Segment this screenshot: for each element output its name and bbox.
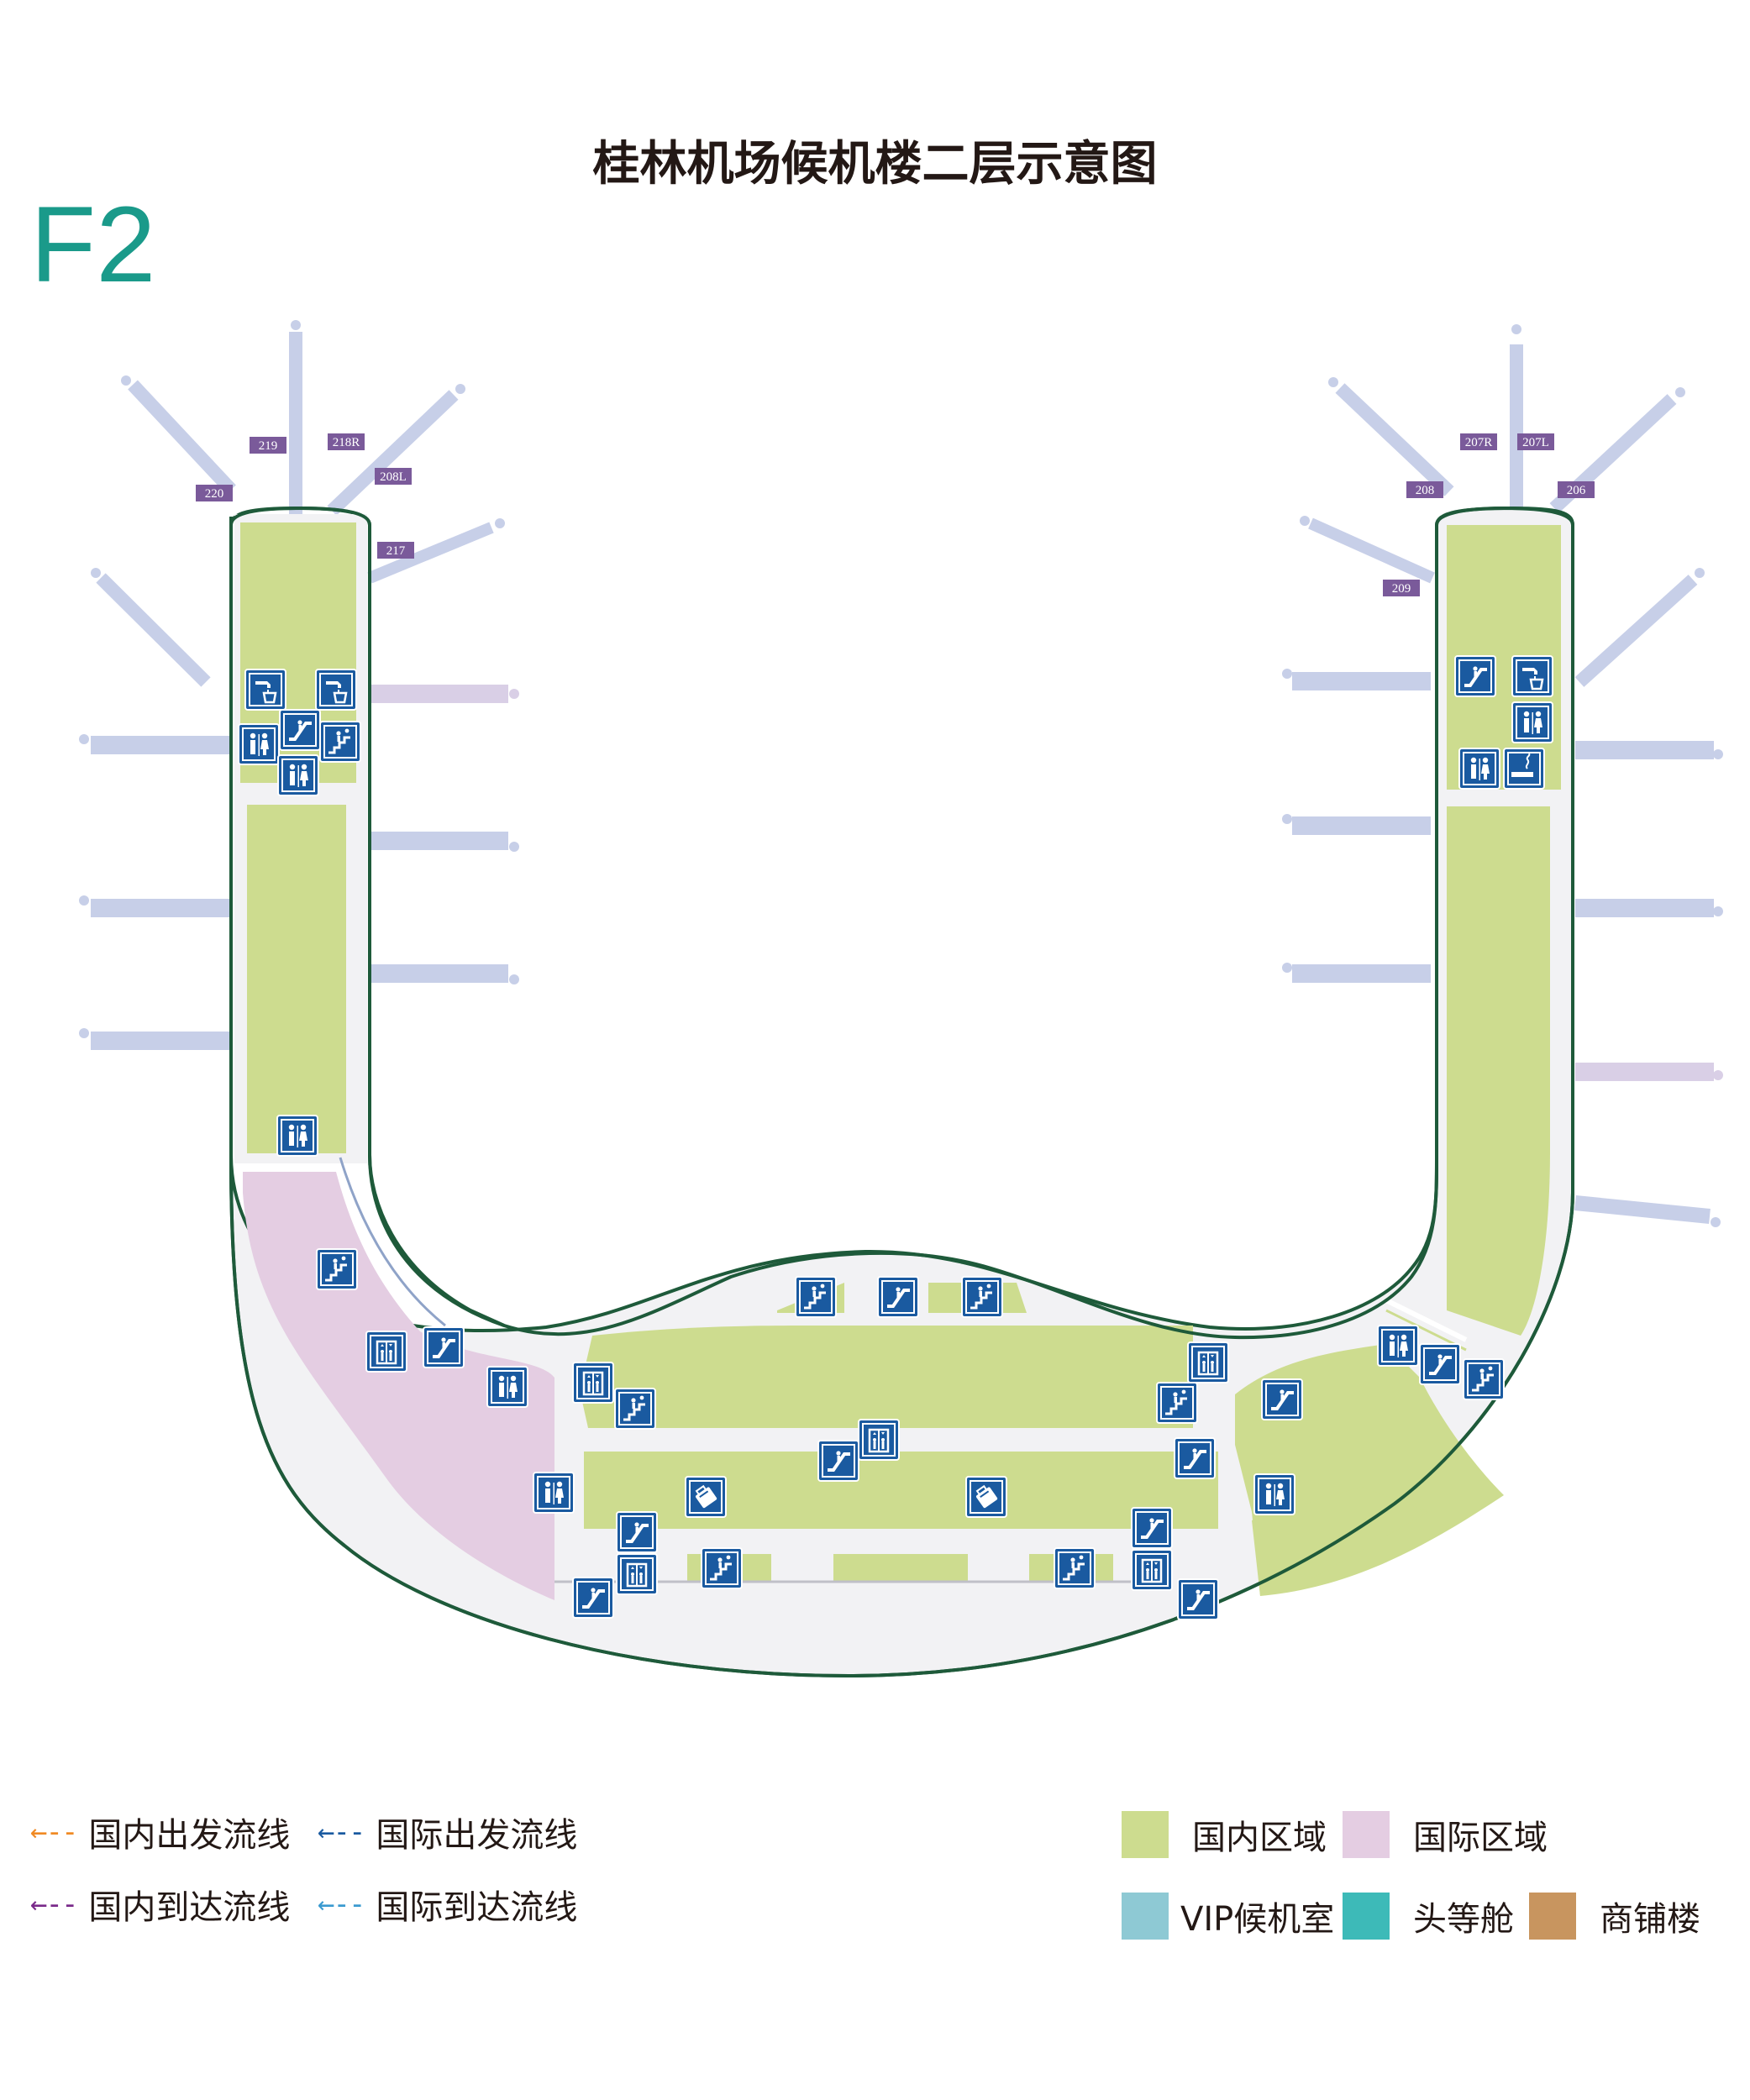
escalator-icon[interactable] — [1178, 1579, 1218, 1620]
escalator-icon[interactable] — [818, 1441, 859, 1481]
restroom-icon[interactable] — [1254, 1474, 1295, 1515]
gate-label: 208L — [380, 470, 407, 484]
baggage-icon[interactable] — [686, 1477, 726, 1517]
drinking-water-icon[interactable] — [316, 669, 356, 710]
restroom-icon[interactable] — [239, 724, 279, 764]
escalator-icon[interactable] — [1175, 1438, 1215, 1478]
gate-tag: 208L — [375, 468, 412, 485]
stairs-icon[interactable] — [615, 1389, 655, 1429]
legend-area-label: 国际区域 — [1413, 1819, 1548, 1857]
gate-tag: 209 — [1383, 580, 1420, 596]
drinking-water-icon[interactable] — [245, 669, 286, 710]
elevator-icon[interactable] — [617, 1554, 657, 1594]
swatch-vip — [1122, 1893, 1169, 1940]
legend-area-label: 商铺楼 — [1600, 1900, 1700, 1939]
escalator-icon[interactable] — [1262, 1379, 1302, 1420]
gate-label: 207R — [1465, 436, 1493, 449]
restroom-icon[interactable] — [1459, 748, 1500, 789]
jet-bridges-left — [79, 320, 519, 1050]
gate-tag: 206 — [1558, 481, 1595, 498]
stairs-icon[interactable] — [796, 1277, 836, 1317]
stairs-icon[interactable] — [320, 722, 360, 762]
escalator-icon[interactable] — [1420, 1344, 1460, 1384]
legend-flow-intl-arrival: ←-- 国际到达流线 — [318, 1880, 577, 1929]
restroom-icon[interactable] — [277, 1116, 318, 1156]
legend-area-label: 头等舱 — [1413, 1900, 1514, 1939]
central-upper-domestic — [580, 1326, 1193, 1428]
escalator-icon[interactable] — [878, 1277, 918, 1317]
gate-tag: 207L — [1517, 433, 1554, 450]
swatch-domestic — [1122, 1811, 1169, 1858]
legend-flow-label: 国内出发流线 — [88, 1816, 291, 1855]
swatch-international — [1343, 1811, 1390, 1858]
escalator-icon[interactable] — [423, 1327, 464, 1368]
restroom-icon[interactable] — [533, 1473, 574, 1513]
elevator-icon[interactable] — [1188, 1342, 1228, 1383]
baggage-icon[interactable] — [966, 1477, 1006, 1517]
gate-label: 207L — [1522, 436, 1549, 449]
central-lower-domestic — [584, 1452, 1218, 1529]
elevator-icon[interactable] — [859, 1420, 899, 1460]
gate-label: 220 — [205, 487, 224, 501]
legend-area-shops: 商铺楼 — [1529, 1892, 1700, 1940]
escalator-icon[interactable] — [617, 1512, 657, 1552]
legend-area-first-class: 头等舱 — [1343, 1892, 1514, 1940]
gate-label: 208 — [1416, 484, 1435, 497]
legend-flow-domestic-arrival: ←-- 国内到达流线 — [30, 1880, 290, 1929]
flow-arrow-icon: ←-- — [30, 1815, 78, 1849]
gate-tag: 207R — [1460, 433, 1497, 450]
legend-area-label: 国内区域 — [1192, 1819, 1327, 1857]
elevator-icon[interactable] — [573, 1362, 613, 1403]
restroom-icon[interactable] — [278, 755, 318, 795]
map-title: 桂林机场候机楼二层示意图 — [592, 137, 1158, 192]
floor-label: F2 — [30, 185, 156, 305]
legend-area-domestic: 国内区域 — [1122, 1810, 1327, 1859]
restroom-icon[interactable] — [487, 1367, 528, 1407]
gate-label: 206 — [1567, 484, 1586, 497]
legend-flow-domestic-departure: ←-- 国内出发流线 — [30, 1808, 290, 1856]
elevator-icon[interactable] — [1132, 1550, 1172, 1590]
stairs-icon[interactable] — [1157, 1383, 1197, 1423]
stairs-icon[interactable] — [1464, 1359, 1504, 1399]
swatch-first-class — [1343, 1893, 1390, 1940]
stairs-icon[interactable] — [702, 1548, 742, 1588]
gate-label: 218R — [333, 436, 360, 449]
gate-label: 209 — [1392, 582, 1411, 596]
gate-label: 217 — [386, 544, 406, 558]
flow-arrow-icon: ←-- — [318, 1815, 365, 1849]
gate-tag: 220 — [196, 485, 233, 501]
legend-area-label: VIP候机室 — [1180, 1900, 1335, 1939]
legend-flow-label: 国内到达流线 — [88, 1888, 291, 1927]
elevator-icon[interactable] — [366, 1331, 407, 1372]
central-shop-strip-2 — [833, 1554, 968, 1581]
right-pier-domestic-lower — [1447, 806, 1550, 1336]
escalator-icon[interactable] — [1455, 656, 1495, 696]
escalator-icon[interactable] — [573, 1578, 613, 1618]
gate-tag: 219 — [250, 437, 286, 454]
escalator-icon[interactable] — [280, 710, 320, 750]
flow-arrow-icon: ←-- — [30, 1887, 78, 1921]
escalator-icon[interactable] — [1132, 1508, 1172, 1548]
gate-tag: 208 — [1406, 481, 1443, 498]
legend-area-international: 国际区域 — [1343, 1810, 1548, 1859]
swatch-shops — [1529, 1893, 1576, 1940]
smoking-room-icon[interactable] — [1504, 748, 1544, 789]
gate-tag: 217 — [377, 542, 414, 559]
stairs-icon[interactable] — [1054, 1548, 1095, 1588]
gate-tags: 220 219 218R 208L 217 209 208 207R 207L 206 — [196, 433, 1595, 596]
gate-label: 219 — [259, 439, 278, 453]
flow-arrow-icon: ←-- — [318, 1887, 365, 1921]
stairs-icon[interactable] — [317, 1249, 357, 1289]
legend-flow-label: 国际到达流线 — [376, 1888, 578, 1927]
drinking-water-icon[interactable] — [1512, 656, 1553, 696]
legend-flow-intl-departure: ←-- 国际出发流线 — [318, 1808, 577, 1856]
legend-flow-label: 国际出发流线 — [376, 1816, 578, 1855]
restroom-icon[interactable] — [1378, 1326, 1418, 1366]
legend-area-vip: VIP候机室 — [1122, 1892, 1334, 1940]
gate-tag: 218R — [328, 433, 365, 450]
restroom-icon[interactable] — [1512, 702, 1553, 743]
stairs-icon[interactable] — [962, 1277, 1002, 1317]
left-pier-domestic-lower — [247, 805, 346, 1153]
